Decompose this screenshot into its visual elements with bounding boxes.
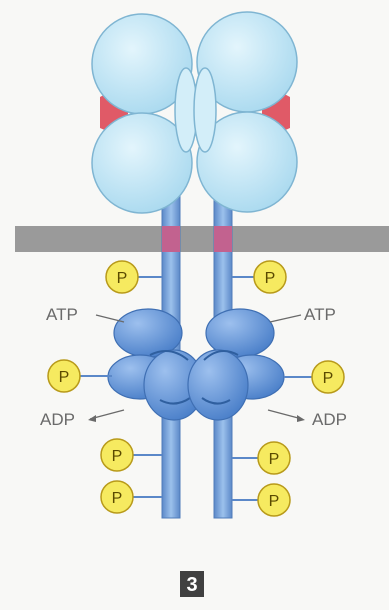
transmembrane-segment-right — [214, 226, 232, 252]
phosphate-label: P — [265, 270, 276, 287]
cell-membrane — [15, 226, 389, 252]
phosphate-label: P — [269, 493, 280, 510]
adp-label-right: ADP — [312, 410, 347, 429]
dimer-link-right — [194, 68, 216, 152]
adp-arrow-right — [268, 410, 302, 419]
atp-line-right — [270, 315, 301, 322]
phosphate-label: P — [117, 270, 128, 287]
phosphate-label: P — [59, 369, 70, 386]
adp-arrowhead-left — [88, 415, 96, 422]
kinase-domain-right — [188, 309, 284, 420]
atp-line-left — [96, 315, 124, 322]
phosphate-label: P — [269, 451, 280, 468]
step-badge-number: 3 — [186, 574, 197, 596]
atp-label-right: ATP — [304, 305, 336, 324]
adp-label-left: ADP — [40, 410, 75, 429]
phosphate-label: P — [323, 370, 334, 387]
kinase-domain-left — [108, 309, 204, 420]
atp-label-left: ATP — [46, 305, 78, 324]
transmembrane-segment-left — [162, 226, 180, 252]
phosphate-label: P — [112, 448, 123, 465]
extracellular-domain — [92, 12, 297, 213]
phosphate-label: P — [112, 490, 123, 507]
adp-arrowhead-right — [297, 415, 305, 422]
